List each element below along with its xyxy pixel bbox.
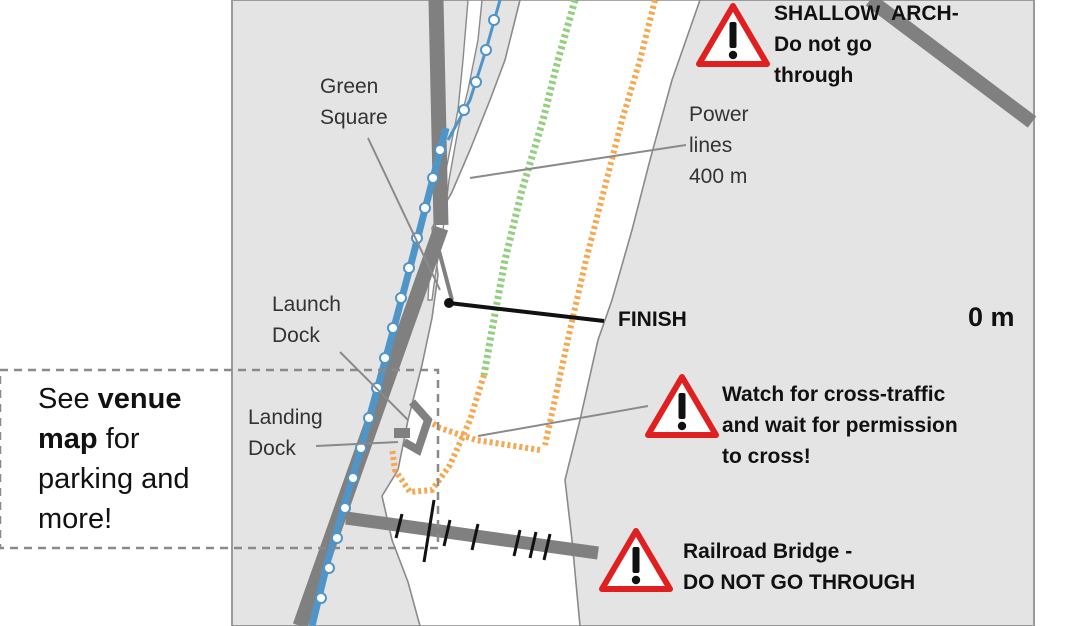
- venue-note: See venue map for parking and more!: [38, 379, 190, 539]
- leader-lines: [315, 137, 687, 447]
- finish-label: FINISH: [618, 308, 687, 331]
- scale-zero-label: 0 m: [968, 302, 1015, 332]
- railroad-bridge-warning: Railroad Bridge - DO NOT GO THROUGH: [683, 540, 916, 594]
- cross-traffic-warning: Watch for cross-traffic and wait for per…: [722, 383, 958, 468]
- lane-orange-east: [542, 0, 658, 446]
- shallow-arch-warning: SHALLOW ARCH- Do not go through: [774, 2, 959, 87]
- venue-note-bold-map[interactable]: map: [38, 423, 98, 455]
- green-square-label: Green Square: [320, 75, 388, 129]
- landing-dock: [394, 428, 410, 438]
- road-spur-green-square: [432, 231, 454, 301]
- river-west-channel: [427, 0, 483, 301]
- road-riverside: [292, 225, 449, 626]
- finish-post: [444, 298, 454, 308]
- venue-note-bold-venue: venue: [97, 383, 182, 415]
- power-lines-label: Power lines 400 m: [689, 103, 749, 188]
- venue-note-line-3: parking and: [38, 463, 190, 495]
- venue-note-suffix: for: [97, 423, 140, 455]
- lane-orange-return: [428, 419, 541, 453]
- road-northeast: [865, 0, 1037, 128]
- bicycle-icons: [315, 14, 500, 604]
- launch-dock-label: Launch Dock: [272, 293, 341, 347]
- railroad-bridge: [345, 511, 599, 560]
- venue-note-prefix: See: [38, 383, 98, 415]
- lane-green: [480, 0, 579, 376]
- landing-dock-label: Landing Dock: [248, 406, 323, 460]
- road-north: [428, 0, 449, 226]
- venue-note-line-4: more!: [38, 503, 113, 535]
- launch-dock: [402, 399, 433, 456]
- railroad-bridge-ties: [394, 499, 552, 563]
- lane-orange-west: [389, 374, 487, 496]
- finish-line: [448, 301, 605, 323]
